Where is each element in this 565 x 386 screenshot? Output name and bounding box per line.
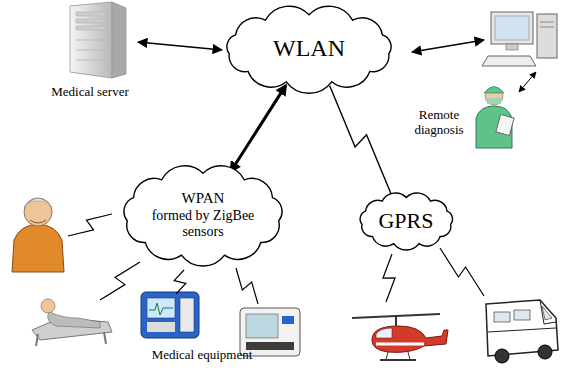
network-name: WPAN xyxy=(182,190,225,207)
device-caption: Medical equipment xyxy=(150,348,254,363)
server-icon xyxy=(70,2,126,78)
device-caption: Medical server xyxy=(30,85,150,100)
doctor-icon xyxy=(476,87,514,149)
elderly-person-icon xyxy=(12,198,64,272)
device-caption: Remote diagnosis xyxy=(404,108,474,138)
network-note: formed by ZigBee sensors xyxy=(151,208,255,240)
network-link xyxy=(231,85,286,171)
link-arrow xyxy=(138,42,222,50)
wireless-link xyxy=(100,262,140,300)
network-cloud: GPRS xyxy=(353,190,460,252)
network-name: GPRS xyxy=(378,208,433,233)
helicopter-icon xyxy=(352,314,448,360)
wireless-link xyxy=(383,254,395,302)
wireless-link xyxy=(68,214,112,236)
link-arrow xyxy=(519,72,536,92)
patient-icon xyxy=(32,299,112,346)
wireless-link xyxy=(330,86,392,196)
wireless-link xyxy=(440,248,484,296)
defibrillator-icon xyxy=(141,292,199,338)
network-cloud: WPANformed by ZigBee sensors xyxy=(112,160,294,270)
computer-icon xyxy=(482,12,557,66)
wireless-link xyxy=(236,268,258,304)
wireless-link xyxy=(174,270,186,294)
network-name: WLAN xyxy=(273,35,345,63)
network-cloud: WLAN xyxy=(213,4,405,94)
ambulance-icon xyxy=(486,300,558,363)
link-arrow xyxy=(412,40,484,52)
